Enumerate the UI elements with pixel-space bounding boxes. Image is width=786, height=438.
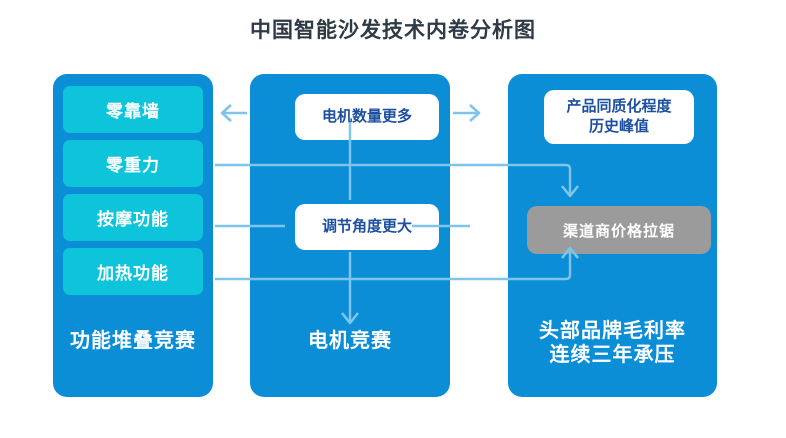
node-homogeneity-line2: 历史峰值: [588, 118, 649, 135]
connector-motor-to-homogeneity-icon: [453, 104, 481, 122]
column-panel-middle[interactable]: 电机数量更多 调节角度更大 电机竞赛: [250, 74, 450, 397]
column-footer-right: 头部品牌毛利率 连续三年承压: [508, 319, 717, 367]
feature-chip-3[interactable]: 加热功能: [63, 248, 203, 295]
node-channel-price-war[interactable]: 渠道商价格拉锯: [527, 206, 711, 254]
connector-motor-to-features-icon: [220, 104, 247, 122]
page-title: 中国智能沙发技术内卷分析图: [250, 19, 536, 42]
column-footer-middle: 电机竞赛: [308, 330, 392, 352]
feature-chip-1[interactable]: 零重力: [63, 140, 203, 187]
node-motor-count[interactable]: 电机数量更多: [295, 94, 439, 140]
feature-chip-0[interactable]: 零靠墙: [63, 86, 203, 133]
column-footer-left: 功能堆叠竞赛: [70, 330, 196, 352]
node-homogeneity-line1: 产品同质化程度: [566, 97, 672, 115]
column-footer-right-line1: 头部品牌毛利率: [539, 320, 686, 342]
node-angle-range[interactable]: 调节角度更大: [295, 204, 439, 250]
feature-chip-2[interactable]: 按摩功能: [63, 194, 203, 241]
column-footer-right-line2: 连续三年承压: [549, 344, 676, 366]
column-panel-right[interactable]: 产品同质化程度 历史峰值 渠道商价格拉锯 头部品牌毛利率 连续三年承压: [508, 74, 717, 397]
column-panel-left[interactable]: 零靠墙 零重力 按摩功能 加热功能 功能堆叠竞赛: [53, 74, 213, 397]
node-homogeneity-peak[interactable]: 产品同质化程度 历史峰值: [544, 90, 694, 144]
